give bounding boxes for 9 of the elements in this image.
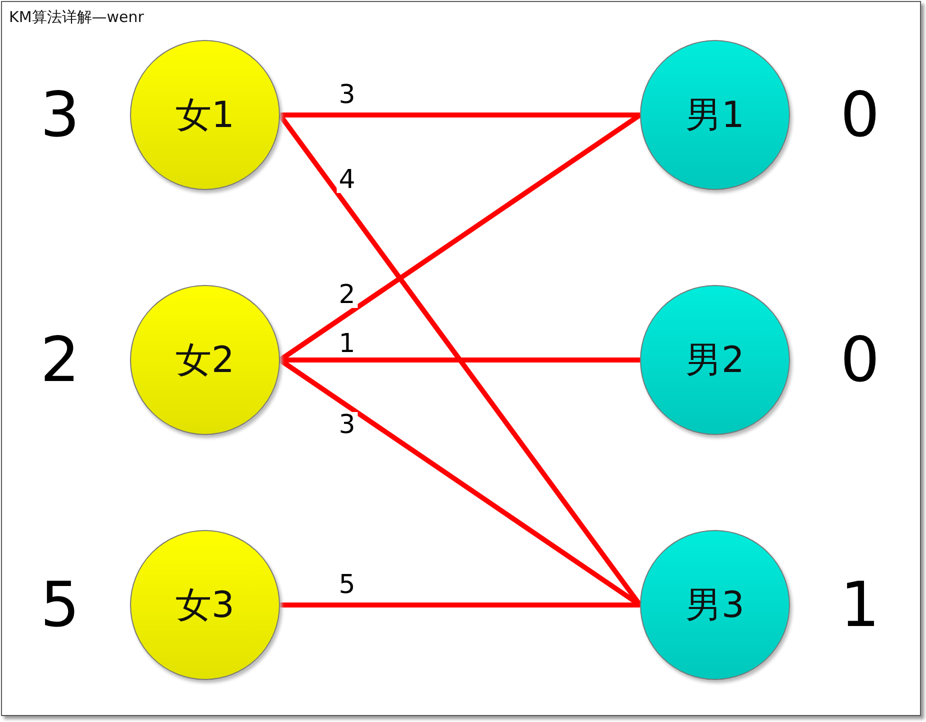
- label-value: 5: [40, 574, 80, 636]
- label-value: 0: [840, 329, 880, 391]
- label-value: 1: [840, 574, 880, 636]
- label-value: 0: [840, 84, 880, 146]
- title: KM算法详解—wenr: [9, 8, 144, 27]
- label-value: 3: [40, 84, 80, 146]
- label-value: 2: [40, 329, 80, 391]
- edge-line: [280, 112, 640, 118]
- edge-line: [280, 602, 640, 608]
